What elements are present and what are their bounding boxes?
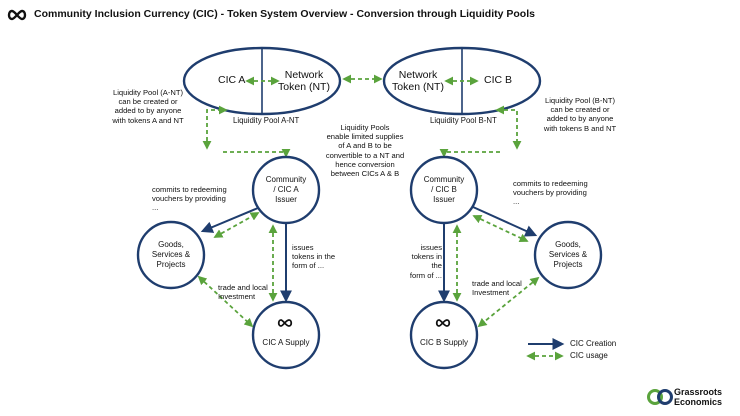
pool-right-nt-line1: Network (398, 69, 438, 81)
commits-a-note: commits to redeeming vouchers by providi… (152, 185, 227, 213)
pool-left-nt-line2: Token (NT) (278, 81, 330, 93)
pool-right-issuer-arrow (439, 148, 500, 158)
grassroots-logo-icon (647, 389, 673, 405)
pool-right-nt-line2: Token (NT) (392, 81, 444, 93)
pool-left-label: Liquidity Pool A-NT (233, 116, 300, 125)
pool-left-nt-line1: Network (284, 69, 324, 81)
pool-right-label: Liquidity Pool B-NT (430, 116, 497, 125)
issues-a-note: issues tokens in the form of ... (292, 243, 336, 271)
legend-usage-label: CIC usage (570, 351, 608, 360)
pool-left-note: Liquidity Pool (A-NT) can be created or … (112, 88, 184, 125)
pool-left-cic-label: CIC A (218, 74, 246, 86)
issuer-b-node (409, 155, 479, 225)
supply-b-label: CIC B Supply (419, 338, 469, 347)
pool-left-note-arrow (202, 105, 228, 150)
pool-right-note-arrow (495, 105, 522, 150)
goods-b-label: Goods, Services & Projects (548, 240, 588, 269)
supply-b-node (409, 300, 479, 370)
trade-a-note: trade and local Investment (218, 283, 268, 302)
pool-right-cic-label: CIC B (484, 74, 513, 86)
supply-a-label: CIC A Supply (262, 338, 310, 347)
goods-a-label: Goods, Services & Projects (151, 240, 191, 269)
supply-b-infinity-icon (435, 319, 451, 327)
pool-left-nt-label: Network Token (NT) (272, 69, 336, 93)
goods-a-supply-usage-arrow (197, 275, 254, 328)
goods-b-node (533, 220, 603, 290)
commits-b-note: commits to redeeming vouchers by providi… (513, 179, 588, 207)
pool-right-note: Liquidity Pool (B-NT) can be created or … (543, 96, 617, 133)
supply-a-infinity-icon (277, 319, 293, 327)
goods-a-node (136, 220, 206, 290)
issuer-a-node (251, 155, 321, 225)
center-note: Liquidity Pools enable limited supplies … (325, 123, 405, 179)
infinity-logo-icon (7, 9, 27, 21)
issuer-a-label: Community / CIC A Issuer (265, 175, 307, 204)
goods-b-supply-usage-arrow (477, 276, 540, 328)
issues-b-note: issues tokens in the form of ... (409, 243, 442, 280)
page-title: Community Inclusion Currency (CIC) - Tok… (34, 8, 535, 20)
issuer-b-goods-usage-arrow (472, 215, 529, 242)
supply-a-node (251, 300, 321, 370)
issuer-a-goods-usage-arrow (213, 212, 260, 238)
trade-b-note: trade and local Investment (472, 279, 522, 298)
issuer-b-to-goods-creation-arrow (472, 206, 538, 237)
legend-creation-label: CIC Creation (570, 339, 617, 348)
brand-name: Grassroots Economics (674, 387, 723, 407)
pool-right-nt-label: Network Token (NT) (386, 69, 450, 93)
pool-left-issuer-arrow (223, 148, 291, 158)
issuer-b-label: Community / CIC B Issuer (423, 175, 465, 204)
